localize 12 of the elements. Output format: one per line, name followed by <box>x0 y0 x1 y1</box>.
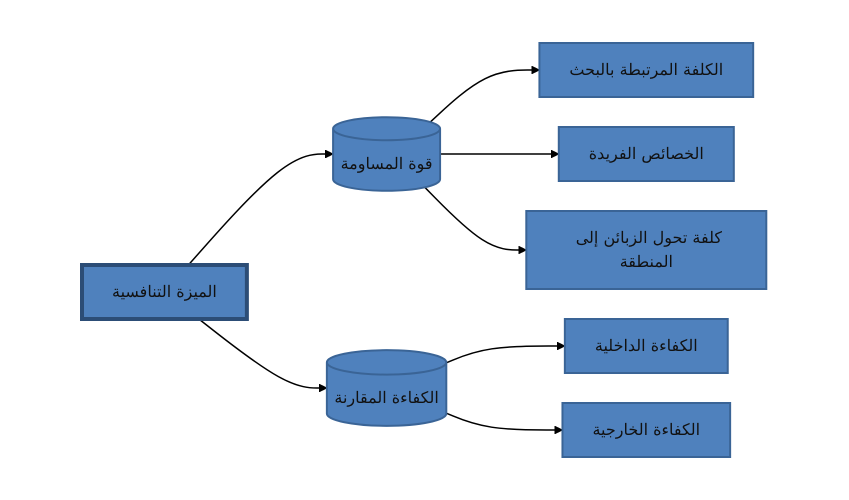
node-box: كلفة تحول الزبائن إلى المنطقة <box>526 210 768 290</box>
arrow <box>446 412 564 434</box>
arrow <box>440 150 560 158</box>
arrow <box>430 66 540 123</box>
arrow <box>188 150 334 266</box>
node-box: الكفاءة الخارجية <box>562 402 732 458</box>
node-box: الكلفة المرتبطة بالبحث <box>538 42 755 98</box>
node-box: الخصائص الفريدة <box>558 126 736 182</box>
node-box: الميزة التنافسية <box>80 263 250 321</box>
arrow <box>424 186 528 254</box>
arrow <box>446 342 566 364</box>
node-box: الكفاءة الداخلية <box>564 318 730 374</box>
